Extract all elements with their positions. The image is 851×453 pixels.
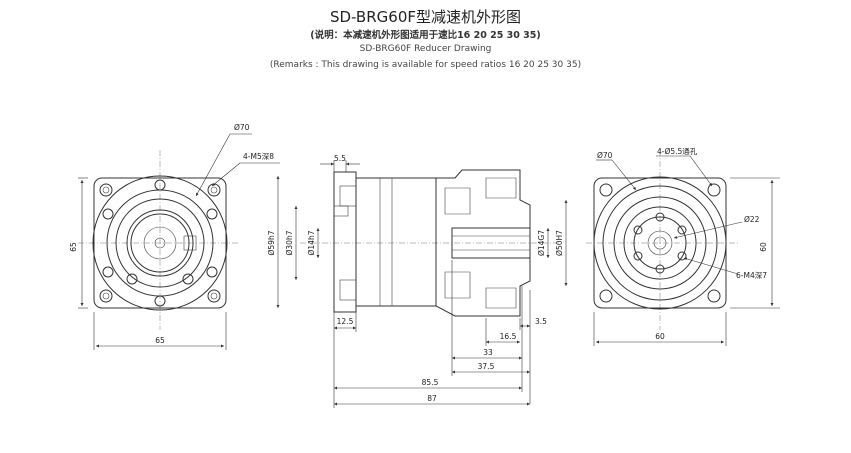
side-14g7-label: Ø14G7 <box>537 230 546 256</box>
drawing-title-en: SD-BRG60F Reducer Drawing <box>359 44 492 54</box>
right-22-label: Ø22 <box>744 215 760 224</box>
left-width-label: 65 <box>155 336 165 345</box>
side-50-label: Ø50H7 <box>555 230 564 256</box>
side-37-5-label: 37.5 <box>478 362 495 371</box>
drawing-title: SD-BRG60F型减速机外形图 <box>329 8 521 26</box>
right-view <box>586 150 780 346</box>
right-height-label: 60 <box>759 242 768 252</box>
side-3-5-label: 3.5 <box>535 317 547 326</box>
left-od-label: Ø70 <box>234 123 250 132</box>
left-height-label: 65 <box>69 242 78 252</box>
side-12-5-label: 12.5 <box>337 317 354 326</box>
side-33-label: 33 <box>483 348 493 357</box>
drawing-note-cn: (说明：本减速机外形图适用于速比16 20 25 30 35) <box>310 30 541 41</box>
side-view <box>276 160 568 408</box>
side-14h7-label: Ø14h7 <box>307 230 316 255</box>
side-87-label: 87 <box>427 394 437 403</box>
right-holes-label: 4-Ø5.5通孔 <box>657 146 698 156</box>
side-16-5-label: 16.5 <box>500 332 517 341</box>
left-holes-label: 4-M5深8 <box>243 152 274 161</box>
side-30-label: Ø30h7 <box>285 230 294 255</box>
right-od-label: Ø70 <box>597 151 613 160</box>
side-85-5-label: 85.5 <box>422 378 439 387</box>
right-m4-label: 6-M4深7 <box>736 271 767 280</box>
left-view <box>78 133 280 350</box>
right-width-label: 60 <box>655 332 665 341</box>
drawing-note-en: (Remarks : This drawing is available for… <box>269 60 582 70</box>
side-59-label: Ø59h7 <box>267 230 276 255</box>
side-5-5-label: 5.5 <box>334 154 346 163</box>
